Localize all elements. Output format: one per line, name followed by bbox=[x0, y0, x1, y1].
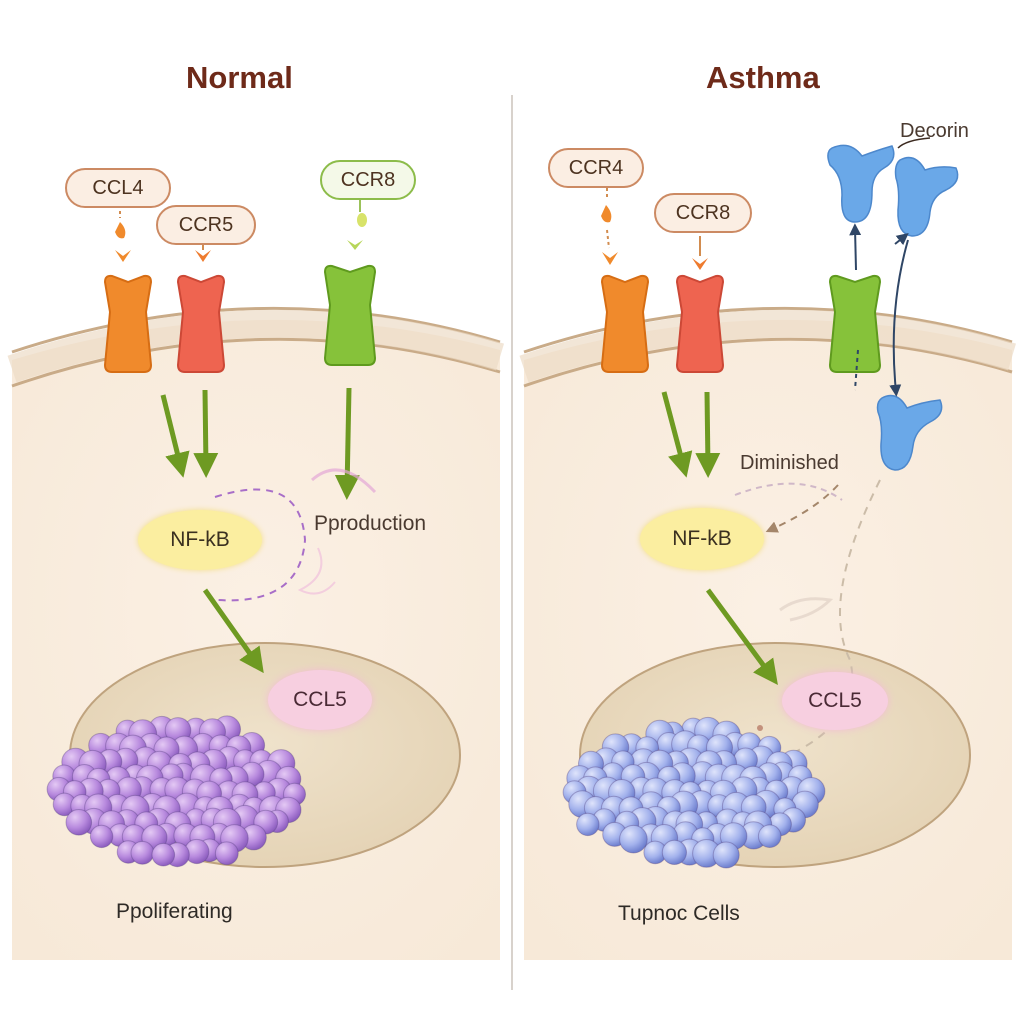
purple-cell bbox=[89, 824, 114, 849]
purple-cell bbox=[214, 841, 239, 866]
left-label-ccr5: CCR5 bbox=[156, 205, 256, 245]
left-nfkb: NF-kB bbox=[138, 510, 262, 570]
right-panel bbox=[519, 137, 1016, 961]
decorin-label-leader bbox=[897, 137, 931, 149]
left-caption: Ppoliferating bbox=[116, 900, 233, 923]
left-label-production: Pproduction bbox=[314, 512, 427, 535]
right-panel-title: Asthma bbox=[706, 60, 820, 95]
right-membrane-fill bbox=[519, 309, 1016, 383]
right-label-decorin: Decorin bbox=[900, 120, 969, 142]
left-membrane-inner bbox=[11, 337, 501, 388]
left-cell-cluster bbox=[46, 715, 306, 868]
right-membrane-outer bbox=[523, 306, 1013, 354]
purple-cell bbox=[130, 840, 155, 865]
right-receptor-green bbox=[828, 274, 882, 373]
left-production-wisp bbox=[297, 547, 336, 595]
blue-cell bbox=[661, 839, 688, 866]
right-arrow-nfkb-to-ccl5 bbox=[705, 588, 778, 686]
right-connector-ccr4-lower bbox=[606, 229, 610, 249]
right-ccl5: CCL5 bbox=[782, 672, 888, 730]
left-label-ccr8: CCR8 bbox=[320, 160, 416, 200]
left-arrow-ccr5-to-nfkb bbox=[193, 389, 219, 478]
purple-cell bbox=[65, 809, 93, 836]
blue-cell bbox=[712, 841, 740, 869]
left-arrow-nfkb-to-ccl5 bbox=[202, 588, 264, 674]
right-arrow-ccr4-to-nfkb bbox=[661, 391, 693, 478]
left-membrane-outer bbox=[11, 306, 501, 354]
left-arrow-ccl4-to-nfkb bbox=[160, 394, 190, 478]
right-receptor-ccr4 bbox=[600, 274, 650, 373]
right-arrow-ccr8-to-nfkb bbox=[695, 391, 721, 478]
right-ligand-ccr4 bbox=[601, 205, 612, 223]
right-arrow-receptor-to-decorin bbox=[849, 223, 862, 271]
left-receptor-ccr5 bbox=[176, 274, 226, 373]
right-membrane-inner bbox=[523, 337, 1013, 388]
left-ligand-ccl4 bbox=[115, 222, 126, 239]
left-ligand-arrow-ccr8 bbox=[347, 240, 363, 250]
right-ligand-arrow-ccr4 bbox=[602, 252, 618, 265]
purple-cell bbox=[151, 842, 176, 867]
right-arrow-decorin-up bbox=[894, 233, 909, 246]
left-ligand-arrow-ccl4 bbox=[115, 250, 131, 262]
right-faded-loop bbox=[734, 482, 843, 501]
decorin-molecule-1 bbox=[827, 144, 895, 223]
right-label-ccr8: CCR8 bbox=[654, 193, 752, 233]
left-panel bbox=[7, 198, 505, 961]
left-receptor-ccr8 bbox=[323, 264, 377, 366]
right-arrow-decorin-descend bbox=[889, 239, 909, 397]
left-membrane-fill bbox=[7, 309, 505, 383]
left-production-swirl bbox=[311, 468, 377, 494]
right-wisp bbox=[779, 597, 834, 622]
left-ligand-ccr8 bbox=[357, 213, 367, 227]
blue-cell bbox=[757, 824, 782, 849]
left-arrow-ccr8-down bbox=[334, 387, 360, 500]
left-panel-title: Normal bbox=[186, 60, 293, 95]
left-receptor-ccl4 bbox=[103, 274, 153, 373]
left-ligand-arrow-ccr5 bbox=[195, 250, 211, 262]
blue-cell bbox=[619, 824, 648, 854]
right-dash-receptor-down bbox=[854, 349, 859, 391]
right-receptor-ccr8 bbox=[675, 274, 725, 373]
left-ccl5: CCL5 bbox=[268, 670, 372, 730]
decorin-molecule-2 bbox=[894, 156, 959, 237]
right-label-ccr4: CCR4 bbox=[548, 148, 644, 188]
right-nucleus-speck bbox=[757, 725, 763, 731]
blue-cell bbox=[576, 812, 600, 837]
right-label-diminished: Diminished bbox=[740, 452, 839, 474]
decorin-molecule-3 bbox=[876, 394, 943, 471]
right-caption: Tupnoc Cells bbox=[618, 902, 740, 925]
right-cell-cluster bbox=[562, 716, 826, 869]
right-nfkb: NF-kB bbox=[640, 508, 764, 570]
right-ligand-arrow-ccr8 bbox=[692, 258, 708, 270]
left-label-ccl4: CCL4 bbox=[65, 168, 171, 208]
left-feedback-loop bbox=[214, 488, 307, 602]
